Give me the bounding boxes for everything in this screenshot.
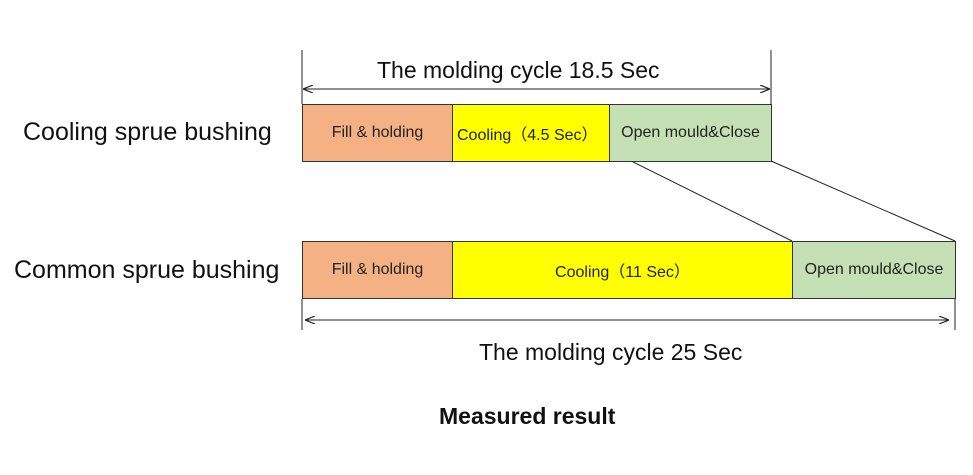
diagram-caption: Measured result xyxy=(439,403,616,429)
row2-cooling-segment: Cooling（11 Sec） xyxy=(453,241,793,299)
row-label-common-sprue: Common sprue bushing xyxy=(14,256,280,284)
row1-cooling-segment: Cooling（4.5 Sec） xyxy=(453,104,610,162)
top-cycle-label: The molding cycle 18.5 Sec xyxy=(377,57,660,83)
row-label-cooling-sprue: Cooling sprue bushing xyxy=(23,118,272,146)
row2-open-close-segment: Open mould&Close xyxy=(793,241,956,299)
row2-fill-holding-segment: Fill & holding xyxy=(302,241,453,299)
bottom-cycle-label: The molding cycle 25 Sec xyxy=(479,339,743,365)
row1-open-close-segment: Open mould&Close xyxy=(610,104,772,162)
cooling-end-connector xyxy=(608,149,793,242)
row1-fill-holding-segment: Fill & holding xyxy=(302,104,453,162)
cycle-end-connector xyxy=(770,160,956,242)
